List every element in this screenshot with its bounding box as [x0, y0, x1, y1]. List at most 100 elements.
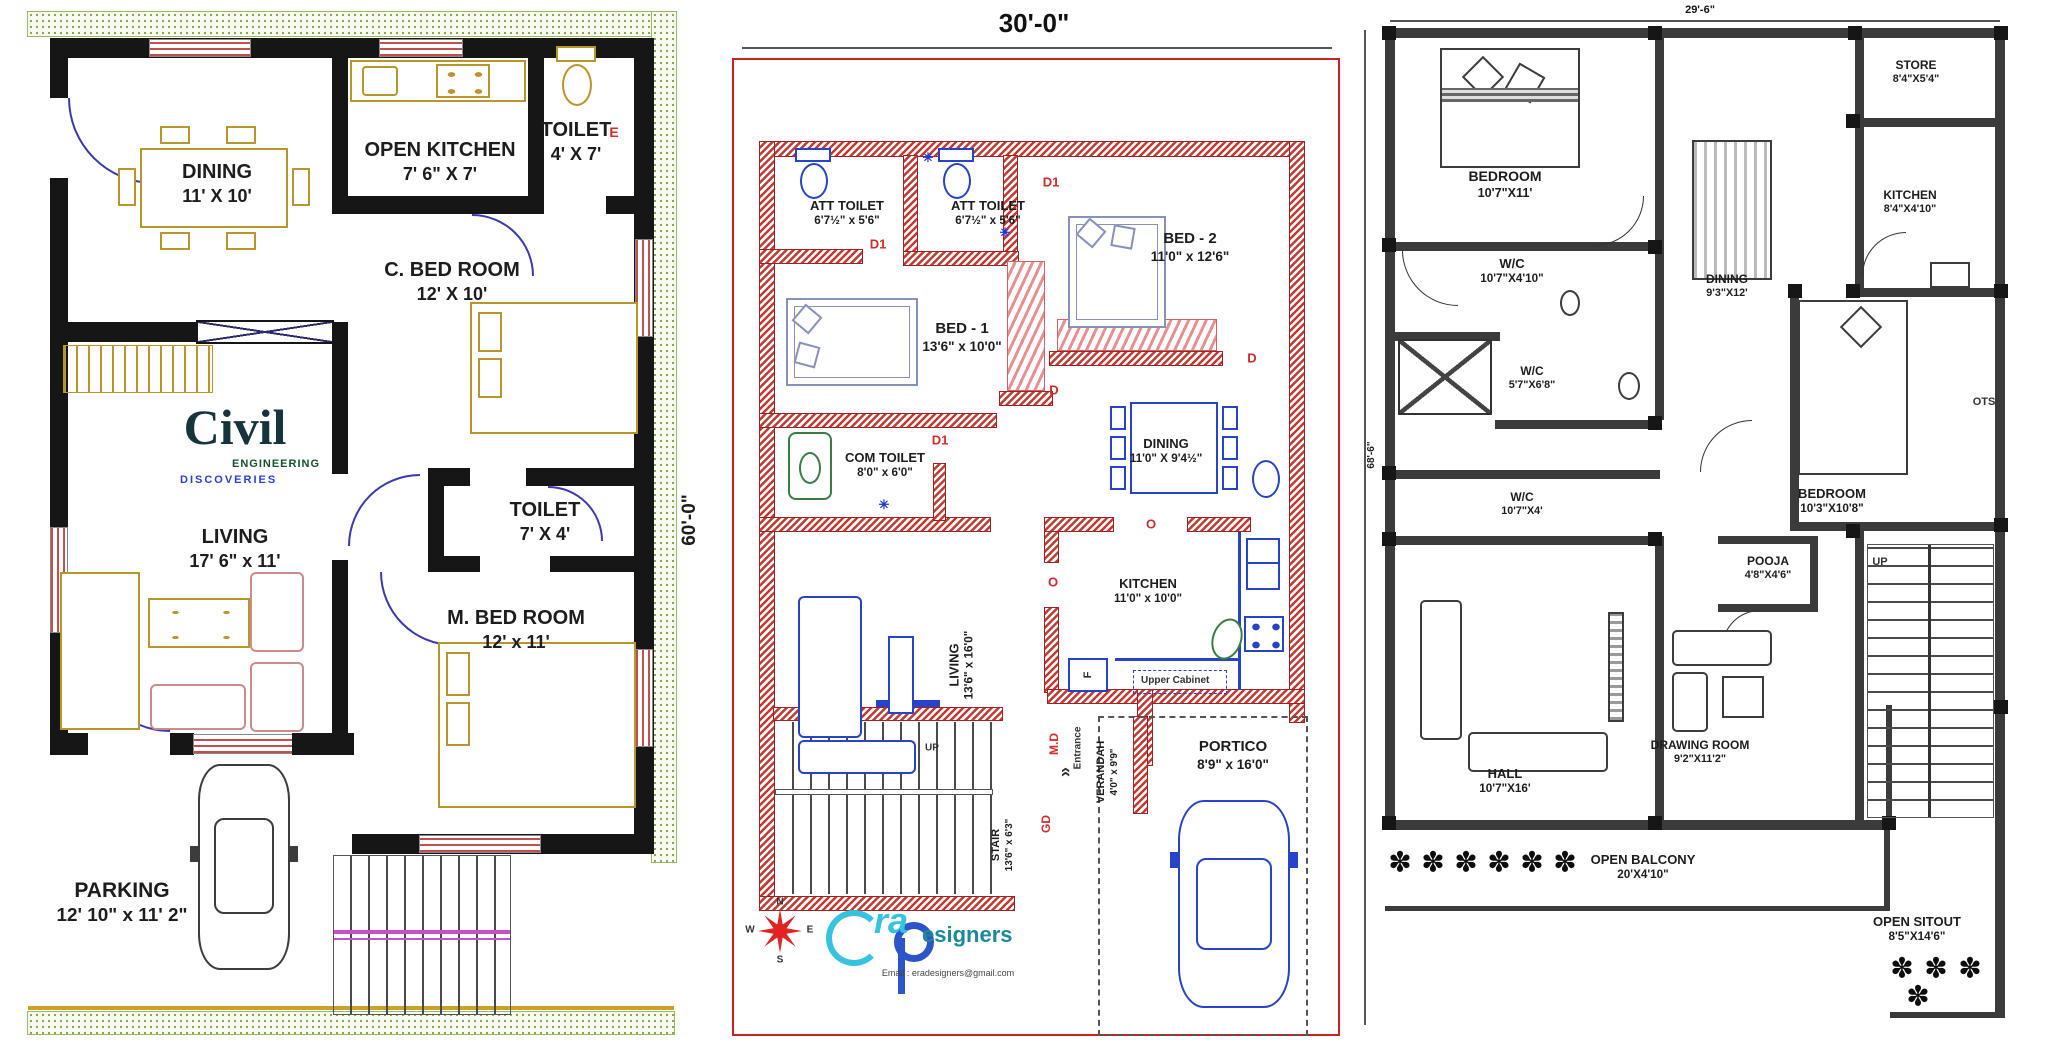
plant-icon: ✽	[1890, 952, 1914, 984]
wall	[1655, 536, 1664, 830]
dimension-line	[1390, 20, 2000, 22]
pillar	[1648, 816, 1662, 830]
civil-logo-sub1: ENGINEERING	[232, 458, 321, 470]
door-arc	[1594, 196, 1644, 246]
wall	[1855, 530, 1864, 830]
door-mark-d: D	[1049, 382, 1059, 398]
pillow	[1110, 224, 1136, 250]
wall	[1385, 332, 1500, 341]
wall	[1718, 604, 1818, 612]
wall	[1385, 28, 2005, 38]
window	[193, 734, 293, 754]
entrance-chevron-icon: «	[1056, 766, 1077, 778]
wall	[428, 468, 654, 486]
wash-basin	[1252, 460, 1280, 498]
wall	[1289, 141, 1305, 723]
pillar	[1848, 26, 1862, 40]
bed	[1440, 48, 1580, 168]
wall	[1049, 351, 1223, 366]
plant-icon: ✽	[1454, 846, 1478, 878]
car-mirror	[290, 846, 298, 862]
hall-sofa	[1468, 732, 1608, 772]
wall	[50, 733, 88, 755]
plant-icon: ✽	[1906, 980, 1930, 1012]
chair	[160, 126, 190, 144]
pillar	[1788, 284, 1802, 298]
drawing-table	[1722, 676, 1764, 718]
door-mark-d1: D1	[931, 432, 949, 448]
era-logo-ra: ra	[874, 900, 909, 941]
wall	[1855, 28, 1864, 290]
car-mirror	[1170, 852, 1178, 868]
pillow	[478, 312, 502, 352]
door-arc	[1402, 250, 1458, 306]
plant-icon: ✽	[1520, 846, 1544, 878]
chair	[292, 168, 310, 206]
plant-icon: ✽	[1487, 846, 1511, 878]
pillar	[1994, 284, 2008, 298]
door-arc	[348, 474, 420, 546]
dimension-line	[1364, 30, 1366, 1025]
toilet-tank	[556, 46, 596, 62]
dining-table-middle	[1130, 402, 1218, 494]
wall	[1133, 716, 1148, 814]
entrance-label: Entrance	[1072, 726, 1084, 770]
car-cabin	[1196, 858, 1272, 950]
dining-table-right	[1692, 140, 1772, 280]
wall	[1884, 820, 1890, 911]
car-cabin	[214, 818, 274, 914]
wall	[1655, 28, 1664, 420]
up-label-middle: UP	[925, 742, 939, 754]
door-opening	[470, 468, 526, 486]
pillar	[1994, 700, 2008, 714]
drawing-sofa	[1672, 672, 1708, 732]
door-opening	[480, 556, 550, 572]
toilet-bowl	[800, 163, 828, 199]
stair-landing-line	[775, 789, 993, 795]
pillow	[446, 702, 470, 746]
pillar	[1994, 518, 2008, 532]
wall	[1047, 689, 1305, 704]
car-mirror	[190, 846, 198, 862]
wall	[1385, 242, 1660, 251]
pillar	[1648, 240, 1662, 254]
era-logo-e-ring	[826, 910, 882, 966]
stove	[436, 64, 490, 98]
living-sofa	[798, 740, 916, 774]
box-window	[196, 320, 334, 344]
window	[149, 39, 251, 57]
toilet-bowl	[943, 163, 971, 199]
left-plot-border-right	[651, 11, 677, 863]
com-toilet-bowl	[799, 452, 821, 484]
wall	[903, 251, 1019, 266]
door-mark-d: D	[1247, 350, 1257, 366]
wall	[1385, 470, 1660, 479]
door-opening	[544, 196, 606, 214]
wall	[759, 517, 991, 532]
coffee-table	[148, 598, 250, 648]
door-mark-d1: D1	[869, 236, 887, 252]
door-mark-d1: D1	[1042, 174, 1060, 190]
chair	[1110, 436, 1126, 460]
toilet-bowl	[562, 64, 592, 106]
wall	[759, 896, 1015, 911]
wall	[1003, 155, 1018, 255]
armchair	[250, 662, 304, 732]
upper-cabinet-label: Upper Cabinet	[1141, 675, 1210, 686]
drawing-sofa	[1672, 630, 1772, 666]
wall	[1385, 536, 1660, 545]
tv-unit	[888, 636, 914, 714]
depth-dimension-right: 68'-6"	[1365, 441, 1377, 469]
stair-rail	[334, 930, 510, 934]
kitchen-sink	[1246, 538, 1280, 590]
